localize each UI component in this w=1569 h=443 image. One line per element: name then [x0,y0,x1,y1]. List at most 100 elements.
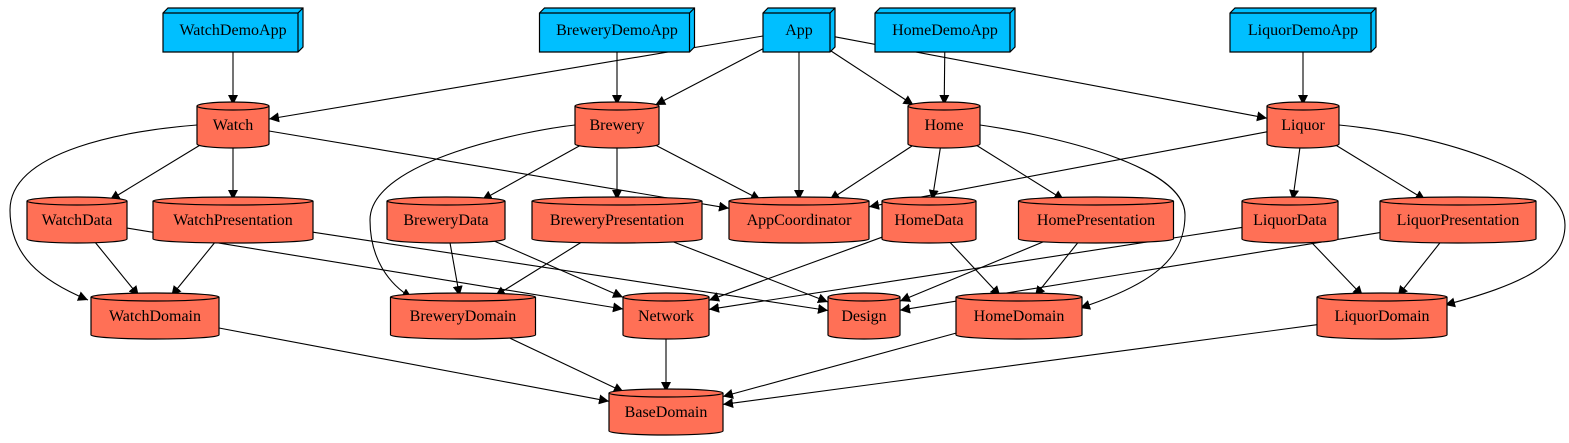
cylinder-rim [196,105,270,111]
edge-brewery-to-app_coordinator [655,144,761,201]
edge-line [109,144,201,201]
edge-brewery-to-brewery_domain [369,124,576,299]
edge-line [491,239,624,298]
edge-line [655,144,761,201]
box3d-shape [1229,7,1377,53]
cylinder-shape [386,196,506,244]
cylinder-rim [389,296,537,302]
node-home-domain: HomeDomain [955,292,1083,340]
edge-liquor-to-app_coordinator [868,131,1268,210]
edge-home-to-home_domain [979,124,1186,310]
cylinder-shape [1379,196,1537,244]
edge-line [312,231,829,314]
node-liquor-presentation: LiquorPresentation [1379,196,1537,244]
cylinder-shape [196,101,270,149]
edge-line [448,239,463,297]
box3d-shape [874,7,1016,53]
node-label: BreweryData [403,212,488,229]
edge-app-to-brewery [655,48,764,106]
edge-liquor_data-to-liquor_domain [1308,239,1364,297]
cylinder-rim [728,200,870,206]
cylinder-rim [1017,200,1175,206]
node-app-coordinator: AppCoordinator [728,196,870,244]
edge-line [268,130,730,212]
node-liquor-demo-app: LiquorDemoApp [1229,7,1377,53]
cylinder-shape [827,292,901,340]
node-label: BreweryDomain [410,308,517,325]
edge-liquor_presentation-to-liquor_domain [1397,239,1443,297]
edge-line [668,239,829,304]
node-label: HomePresentation [1037,212,1155,229]
node-label: WatchPresentation [173,212,293,229]
node-label: WatchDemoApp [179,22,286,39]
edge-watch_presentation-to-watch_domain [170,239,218,297]
box3d-edge [163,7,304,52]
cylinder-shape [1266,101,1340,149]
node-label: Watch [213,117,253,134]
cylinder-shape [90,292,220,340]
edge-brewery_data-to-brewery_domain [448,239,463,297]
node-network: Network [622,292,710,340]
cylinder-rim [26,200,128,206]
edge-line [939,48,950,106]
cylinder-rim [608,392,724,398]
cylinder-shape [728,196,870,244]
edge-watch_data-to-watch_domain [92,239,140,297]
edge-watch-to-watch_domain [9,124,198,301]
cylinder-shape [531,196,703,244]
edge-line [947,239,1001,297]
edge-line [829,144,914,201]
cylinder-shape [907,101,981,149]
node-watch-presentation: WatchPresentation [152,196,314,244]
edge-liquor-to-liquor_data [1289,144,1301,201]
cylinder-rim [955,296,1083,302]
node-brewery-demo-app: BreweryDemoApp [538,7,696,53]
node-brewery: Brewery [574,101,660,149]
edge-line [369,124,576,299]
node-label: WatchData [42,212,113,229]
node-label: Home [924,117,963,134]
node-label: LiquorData [1253,212,1327,229]
node-label: BaseDomain [625,404,708,421]
node-brewery-presentation: BreweryPresentation [531,196,703,244]
node-watch-demo-app: WatchDemoApp [162,7,304,53]
box3d-edge [1230,7,1377,52]
cylinder-rim [152,200,314,206]
cylinder-rim [1316,296,1448,302]
edge-line [494,239,586,297]
edge-watch_presentation-to-design [312,231,829,314]
node-liquor: Liquor [1266,101,1340,149]
edge-home_data-to-network [708,236,883,302]
edge-line [170,239,218,297]
box3d-shape [162,7,304,53]
node-home-data: HomeData [881,196,977,244]
edge-line [1308,239,1364,297]
edge-watch-to-watch_data [109,144,201,201]
edge-home_presentation-to-design [899,239,1048,302]
node-label: HomeData [894,212,963,229]
edge-layer [9,35,1566,409]
cylinder-shape [389,292,537,340]
cylinder-rim [881,200,977,206]
cylinder-rim [386,200,506,206]
edge-brewery_domain-to-base_domain [505,335,624,393]
box3d-edge [763,7,836,52]
node-label: LiquorDemoApp [1248,22,1358,39]
edge-line [827,48,914,106]
edge-liquor-to-liquor_domain [1338,124,1566,308]
edge-line [1397,239,1443,297]
node-label: Brewery [589,117,644,134]
node-label: Design [841,308,886,325]
edge-liquor_domain-to-base_domain [722,324,1318,409]
cylinder-rim [907,105,981,111]
node-label: AppCoordinator [747,212,853,229]
cylinder-shape [1241,196,1339,244]
edge-line [9,124,198,301]
edge-liquor-to-liquor_presentation [1335,144,1426,201]
cylinder-shape [608,388,724,436]
cylinder-rim [1241,200,1339,206]
edge-line [928,144,942,201]
node-label: WatchDomain [109,308,201,325]
